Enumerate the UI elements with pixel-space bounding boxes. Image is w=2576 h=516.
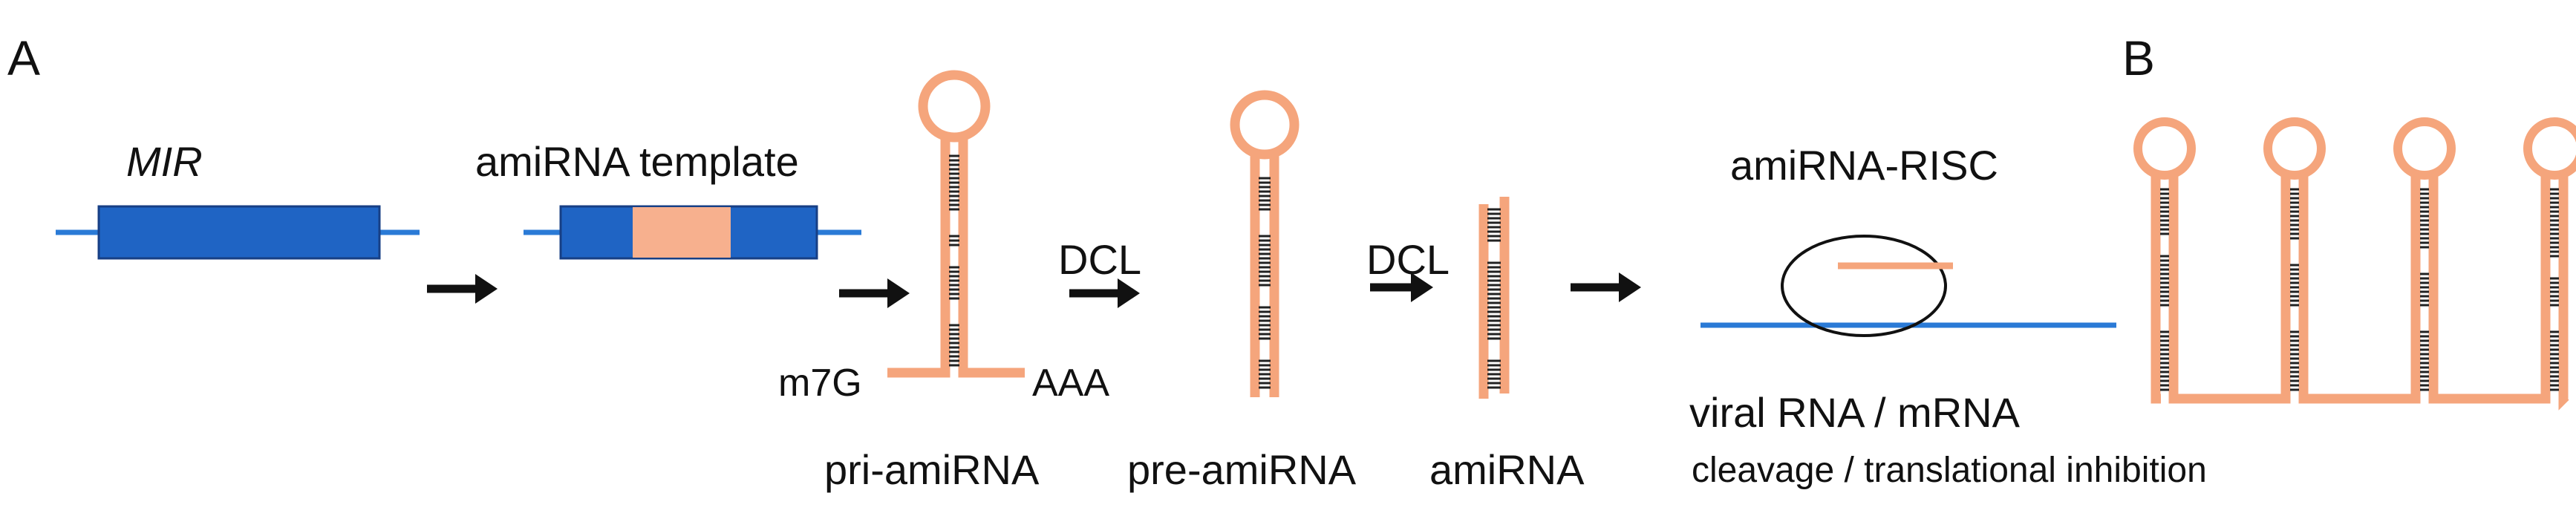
risc-ellipse [1781, 235, 1947, 337]
tandem-hairpin-loop [2263, 117, 2326, 180]
dcl-label-1: DCL [1058, 236, 1142, 283]
tandem-hairpin [2393, 117, 2456, 391]
pre-amirna-label: pre-amiRNA [1127, 446, 1357, 493]
amirna-label: amiRNA [1429, 446, 1585, 493]
mir-gene-exon [97, 205, 381, 260]
panel-label-b: B [2122, 30, 2156, 85]
arrow-2 [839, 278, 910, 308]
m7g-cap-label: m7G [778, 362, 862, 405]
pri-amirna-stem-right [958, 135, 1025, 378]
tandem-hairpin [2263, 117, 2326, 391]
cleavage-inhibition-label: cleavage / translational inhibition [1692, 451, 2207, 490]
arrow-3 [1069, 278, 1140, 308]
dcl-label-2: DCL [1366, 236, 1450, 283]
amirna-template-gene [524, 205, 861, 260]
pri-amirna-loop [918, 70, 991, 143]
tandem-backbone [2151, 174, 2569, 411]
amirna-duplex [1478, 197, 1510, 399]
arrow-1 [427, 274, 498, 304]
amirna-template-label: amiRNA template [475, 138, 799, 185]
tandem-hairpin-loop [2523, 117, 2576, 180]
tandem-amirna-precursors [2133, 117, 2576, 411]
panel-label-a: A [7, 30, 41, 85]
tandem-hairpin-loop [2133, 117, 2196, 180]
pre-amirna-base-pairs [1259, 177, 1271, 389]
template-amirna-insert [633, 207, 731, 258]
tandem-hairpin [2133, 117, 2196, 391]
amirna-risc-complex [1701, 235, 2116, 337]
arrow-head [475, 274, 498, 304]
pri-amirna-label: pri-amiRNA [824, 446, 1040, 493]
mir-gene [56, 205, 420, 260]
pre-amirna-hairpin [1230, 90, 1300, 397]
arrow-head [1619, 272, 1641, 302]
arrow-head [1411, 272, 1433, 302]
arrow-4 [1370, 272, 1433, 302]
mir-gene-label: MIR [126, 138, 203, 185]
amirna-risc-label: amiRNA-RISC [1730, 142, 1998, 189]
pre-amirna-loop [1230, 90, 1300, 160]
arrow-5 [1571, 272, 1641, 302]
tandem-hairpin [2523, 117, 2576, 391]
pri-amirna-hairpin [887, 70, 1025, 378]
viral-rna-label: viral RNA / mRNA [1689, 389, 2020, 436]
amirna-base-pairs [1487, 208, 1501, 389]
arrow-head [1118, 278, 1140, 308]
pri-amirna-base-pairs [949, 154, 959, 367]
poly-a-tail-label: AAA [1032, 362, 1110, 405]
pri-amirna-stem [887, 135, 950, 378]
arrow-head [887, 278, 910, 308]
tandem-hairpin-loop [2393, 117, 2456, 180]
